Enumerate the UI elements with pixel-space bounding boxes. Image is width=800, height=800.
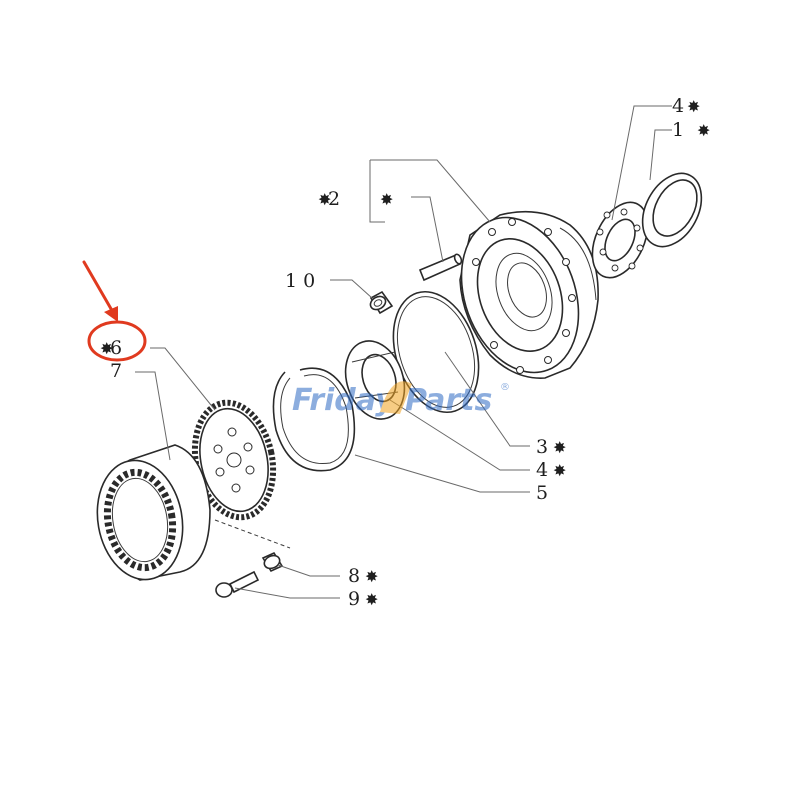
callout-5: 5 [536, 482, 548, 504]
red-arrowhead-icon [104, 306, 118, 322]
callout-number: 8 [348, 565, 360, 587]
star-icon: ✸ [318, 190, 331, 209]
callout-6: ✸ 6 [100, 337, 122, 359]
callout-number: 5 [536, 482, 548, 504]
star-icon: ✸ [687, 97, 700, 116]
callout-2: ✸ 2 ✸ [318, 188, 393, 210]
callout-1: 1 ✸ [672, 119, 710, 141]
callout-number: 9 [348, 588, 360, 610]
watermark-text-parts: Parts [405, 383, 492, 418]
watermark-logo: Friday Parts ® [292, 381, 510, 418]
red-arrow-icon [82, 260, 116, 316]
hub-housing [459, 210, 599, 379]
callout-number: 6 [110, 337, 122, 359]
callout-number: 1 [672, 119, 684, 141]
star-icon: ✸ [100, 339, 113, 358]
watermark-registered-mark: ® [500, 382, 510, 393]
roll-pin [418, 253, 463, 282]
red-circle-icon [87, 320, 147, 362]
callout-10: 1 0 [285, 270, 315, 292]
snap-ring [272, 367, 356, 472]
star-icon: ✸ [365, 590, 378, 609]
callout-8: 8 ✸ [348, 565, 378, 587]
callout-3: 3 ✸ [536, 436, 566, 458]
callout-9: 9 ✸ [348, 588, 378, 610]
callout-number: 3 [536, 436, 548, 458]
star-icon: ✸ [553, 461, 566, 480]
callout-number: 2 [328, 188, 340, 210]
star-icon: ✸ [553, 438, 566, 457]
assembly-dash-line [214, 519, 291, 549]
callout-4-lower: 4 ✸ [536, 459, 566, 481]
star-icon: ✸ [697, 121, 710, 140]
callout-number: 4 [536, 459, 548, 481]
bolt [215, 570, 260, 598]
gear-carrier [191, 399, 277, 521]
upper-bearing [591, 201, 649, 279]
bushing [369, 290, 394, 315]
highlight-annotation [82, 260, 147, 362]
watermark-swoosh-icon [380, 381, 412, 414]
callout-number: 7 [110, 360, 122, 382]
leader-lines [135, 105, 672, 599]
washer [261, 551, 284, 573]
seal-ring [641, 172, 703, 248]
callout-4-upper: 4 ✸ [672, 95, 700, 117]
callout-7: 7 [110, 360, 122, 382]
watermark-text-friday: Friday [292, 383, 396, 418]
star-icon: ✸ [365, 567, 378, 586]
callout-number: 1 0 [285, 270, 315, 292]
star-icon: ✸ [380, 190, 393, 209]
ring-gear [96, 444, 211, 581]
callout-number: 4 [672, 95, 684, 117]
